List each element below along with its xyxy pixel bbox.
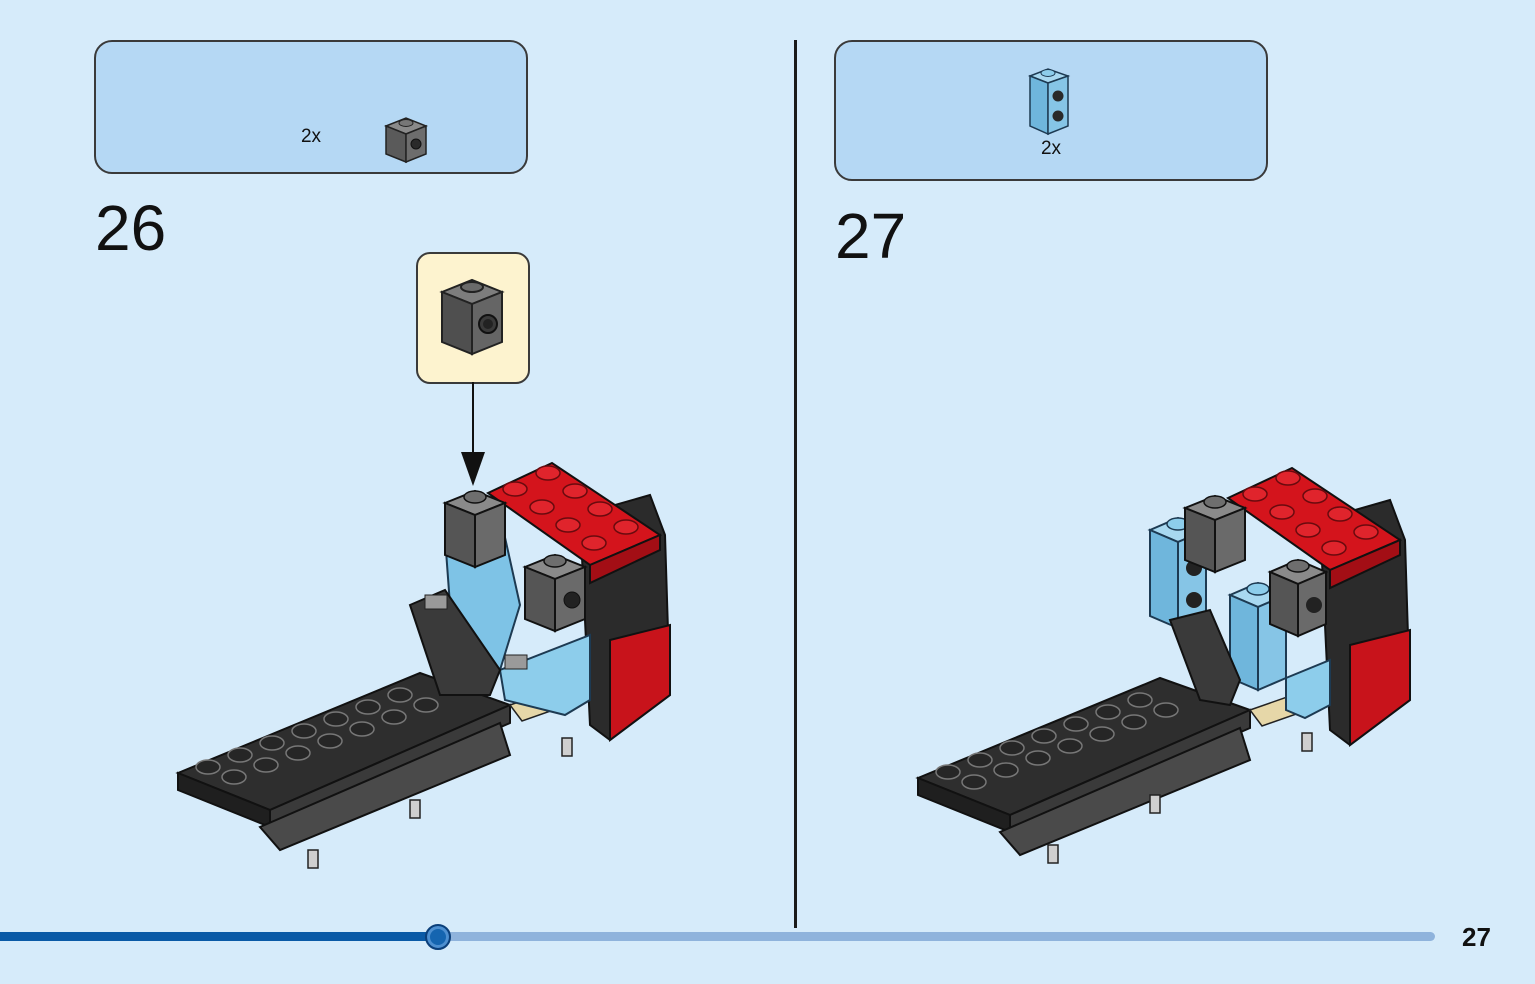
step-number-27: 27 [835, 200, 907, 272]
dark-gray-1x1-brick-with-stud-icon [439, 278, 505, 356]
progress-track [0, 932, 1435, 941]
step-27-model-illustration [915, 466, 1412, 864]
progress-fill [0, 932, 438, 941]
parts-box-step-27: 2x [834, 40, 1268, 181]
page-number: 27 [1462, 922, 1491, 952]
azure-1x1x2-brick-with-studs-icon [1027, 68, 1071, 136]
placement-arrow-head [461, 452, 485, 486]
step-number-26: 26 [95, 192, 167, 264]
step-divider [794, 40, 797, 928]
parts-quantity: 2x [1040, 138, 1062, 159]
parts-quantity: 2x [300, 126, 322, 147]
placement-arrow-line [472, 382, 474, 462]
dark-gray-1x1-brick-with-stud-icon [383, 117, 429, 164]
parts-box-step-26: 2x [94, 40, 528, 174]
step-26-model-illustration [175, 461, 672, 869]
progress-knob[interactable] [425, 924, 451, 950]
part-callout [416, 252, 530, 384]
